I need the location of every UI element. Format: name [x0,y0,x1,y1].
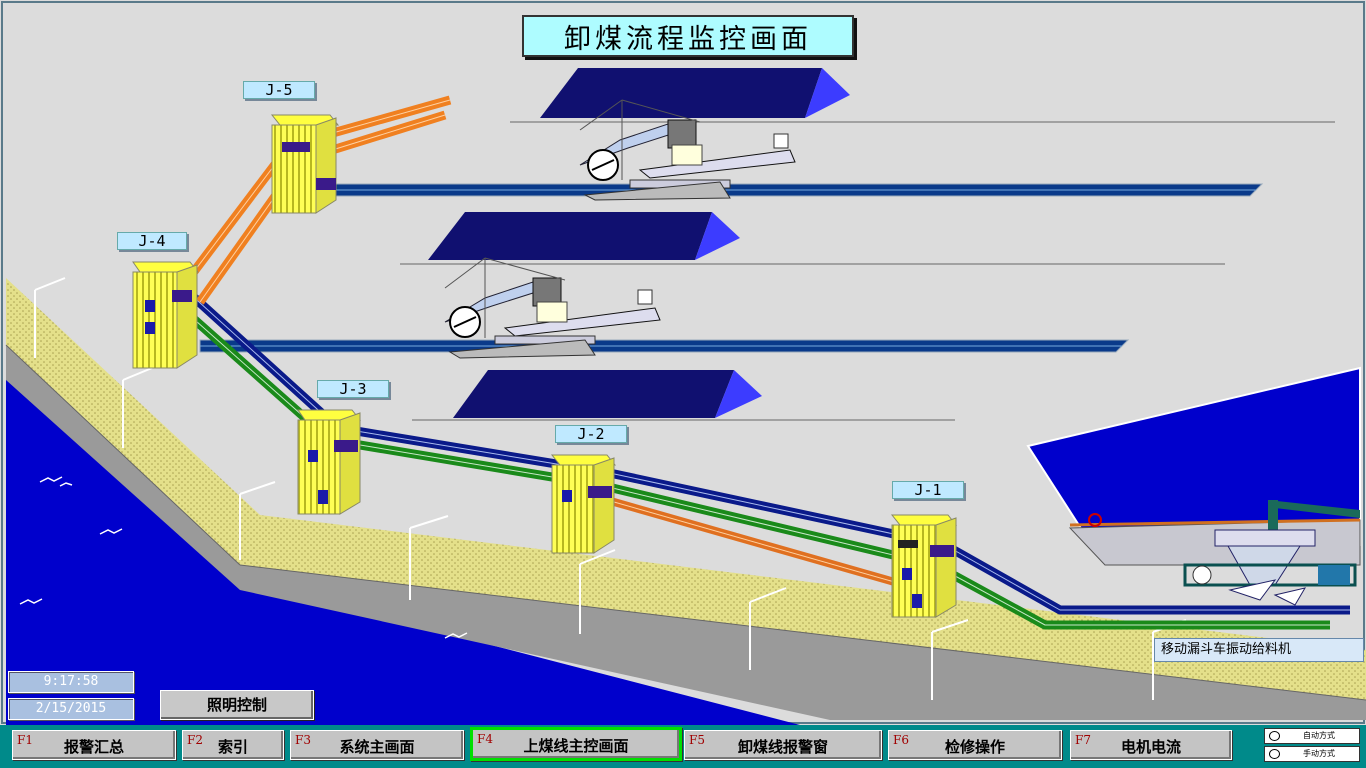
f5-label: 卸煤线报警窗 [737,738,828,756]
f2-index-button[interactable]: F2 索引 [182,730,284,760]
f5-key: F5 [689,733,705,747]
quay-edge [6,340,1366,720]
auto-mode-dot-icon [1269,731,1280,741]
auto-mode-label: 自动方式 [1303,731,1335,740]
tower-j2 [550,454,617,554]
junction-label-j1: J-1 [892,481,964,499]
water-area [6,375,800,725]
junction-label-j3: J-3 [317,380,389,398]
f3-label: 系统主画面 [339,738,415,756]
coal-pile-2 [428,212,740,260]
f4-loading-main-button[interactable]: F4 上煤线主控画面 [470,727,682,761]
coal-pile-3 [453,370,762,418]
manual-mode-dot-icon [1269,749,1280,759]
f7-motor-current-button[interactable]: F7 电机电流 [1070,730,1232,760]
process-scene [0,0,1366,725]
f4-label: 上煤线主控画面 [523,737,629,755]
f7-label: 电机电流 [1120,738,1181,756]
f4-key: F4 [477,732,493,746]
junction-label-j4: J-4 [117,232,187,250]
f5-unloading-alarm-button[interactable]: F5 卸煤线报警窗 [684,730,882,760]
f3-system-main-button[interactable]: F3 系统主画面 [290,730,464,760]
f7-key: F7 [1075,733,1091,747]
stacker-reclaimer-2 [444,257,661,359]
street-lights [34,277,1187,700]
yard-conveyor-2 [199,339,1130,353]
f2-label: 索引 [217,738,248,756]
f6-label: 检修操作 [944,738,1005,756]
clock-date: 2/15/2015 [8,698,134,720]
f3-key: F3 [295,733,311,747]
tower-j3 [297,409,362,515]
stacker-reclaimer-1 [579,99,796,201]
f6-key: F6 [893,733,909,747]
hopper-car [1183,529,1357,606]
junction-label-j2: J-2 [555,425,627,443]
plant-diagram [0,0,1366,725]
yard-conveyor-1 [324,183,1264,197]
coal-pile-1 [540,68,850,118]
tower-j4 [132,261,200,369]
feeder-label[interactable]: 移动漏斗车振动给料机 [1154,638,1364,662]
mode-legend: 自动方式 手动方式 [1264,728,1360,762]
f2-key: F2 [187,733,203,747]
clock-time: 9:17:58 [8,671,134,693]
f6-maintenance-button[interactable]: F6 检修操作 [888,730,1062,760]
f1-label: 报警汇总 [63,738,124,756]
junction-label-j5: J-5 [243,81,315,99]
auto-mode-indicator: 自动方式 [1264,728,1360,744]
manual-mode-label: 手动方式 [1303,749,1335,758]
manual-mode-indicator: 手动方式 [1264,746,1360,762]
f1-key: F1 [17,733,33,747]
f1-alarm-summary-button[interactable]: F1 报警汇总 [12,730,176,760]
tower-j5 [270,114,340,214]
page-title: 卸煤流程监控画面 [522,15,854,57]
lighting-control-button[interactable]: 照明控制 [160,690,314,720]
tower-j1 [890,514,958,618]
